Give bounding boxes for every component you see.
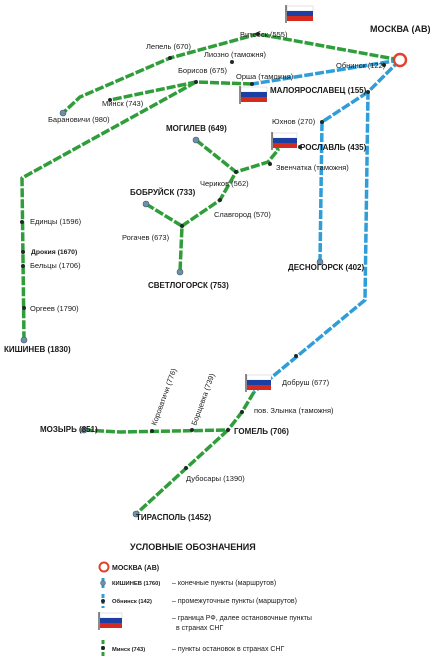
stop-minsk (108, 98, 112, 102)
legend-sample-terminal: КИШИНЕВ (1760) (112, 581, 160, 587)
label-maloyaroslavets: МАЛОЯРОСЛАВЕЦ (155) (270, 86, 367, 95)
russian-flag-icon (285, 5, 314, 23)
stop-dubossary (184, 466, 188, 470)
stop-svetlogorsk (176, 268, 184, 276)
stop-obninsk (382, 63, 386, 67)
intermediate-stop-icon (101, 599, 105, 603)
label-kishinev: КИШИНЕВ (1830) (4, 345, 71, 354)
stop-cherikov (234, 170, 238, 174)
label-tiraspol: ТИРАСПОЛЬ (1452) (136, 513, 211, 522)
label-borisov: Борисов (675) (178, 66, 228, 75)
terminal-stops (20, 109, 324, 518)
label-lepel: Лепель (670) (146, 42, 191, 51)
label-edintsy: Единцы (1596) (30, 217, 82, 226)
legend-text-terminal: – конечные пункты (маршрутов) (172, 580, 276, 587)
route-moscow-gomel (252, 58, 402, 394)
label-minsk: Минск (743) (102, 99, 144, 108)
legend-text-cis: – пункты остановок в странах СНГ (172, 646, 285, 653)
label-orsha: Орша (таможня) (236, 72, 294, 81)
route-borisov-kishinev (20, 80, 197, 341)
label-dobrush: Добруш (677) (282, 378, 330, 387)
stop-orsha (250, 82, 254, 86)
legend-sample-origin: МОСКВА (АВ) (112, 565, 159, 572)
label-mogilev: МОГИЛЕВ (649) (166, 124, 227, 133)
intermediate-stops (20, 32, 386, 470)
stop-vitebsk (256, 32, 260, 36)
label-baranovichi: Барановичи (980) (48, 115, 110, 124)
label-bobruisk: БОБРУЙСК (733) (130, 188, 196, 197)
russian-flag-icon (239, 86, 268, 104)
stop-orgeev (22, 306, 26, 310)
russian-flag-icon (271, 132, 298, 150)
label-korovatichi: Короватичи (776) (149, 367, 178, 427)
moscow-terminal-ring-icon (392, 52, 408, 68)
stop-beltsy (21, 264, 25, 268)
legend-text-intermediate: – промежуточные пункты (маршрутов) (172, 598, 297, 605)
stop-drokiya (21, 250, 25, 254)
label-mozyr: МОЗЫРЬ (851) (40, 425, 98, 434)
legend-sample-intermediate: Обнинск (142) (112, 598, 152, 605)
label-borshchevka: Борщевка (739) (189, 372, 216, 427)
stop-mozyr (80, 426, 88, 434)
stop-liozno (230, 60, 234, 64)
label-cherikov: Чериков (562) (200, 179, 249, 188)
stop-rogachev (180, 224, 184, 228)
label-slavgorod: Славгород (570) (214, 210, 271, 219)
stop-yukhnov (320, 120, 324, 124)
stop-borisov (194, 80, 198, 84)
russian-flag-icon (98, 612, 123, 630)
stop-maloyaroslavets (366, 90, 370, 94)
green-routes (20, 32, 401, 516)
cis-stop-icon (101, 646, 105, 650)
stop-bobruisk (142, 200, 150, 208)
label-drokiya: Дрокия (1670) (31, 249, 77, 256)
label-gomel: ГОМЕЛЬ (706) (234, 427, 289, 436)
label-beltsy: Бельцы (1706) (30, 261, 81, 270)
legend-sample-cis: Минск (743) (112, 647, 145, 653)
label-liozno: Лиозно (таможня) (204, 50, 267, 59)
label-rogachev: Рогачев (673) (122, 233, 170, 242)
stop-kishinev (20, 336, 28, 344)
stop-edintsy (20, 220, 24, 224)
label-vitebsk: Витебск (555) (240, 30, 288, 39)
blue-routes (251, 58, 402, 394)
route-moscow-orsha (251, 58, 401, 86)
route-mozyr-gomel (83, 428, 229, 434)
label-zvenchatka: Звенчатка (таможня) (276, 163, 349, 172)
label-moscow: МОСКВА (АВ) (370, 24, 431, 34)
label-yukhnov: Юхнов (270) (272, 117, 316, 126)
stop-desnogorsk (316, 258, 324, 266)
terminal-stop-icon (100, 580, 106, 586)
route-moscow-desnogorsk (318, 90, 369, 263)
route-gomel-tiraspol (134, 428, 230, 516)
stop-zvenchatka (268, 162, 272, 166)
stop-baranovichi (59, 109, 67, 117)
russian-flag-icon (245, 374, 272, 392)
label-orgeev: Оргеев (1790) (30, 304, 79, 313)
label-desnogorsk: ДЕСНОГОРСК (402) (288, 263, 364, 272)
label-svetlogorsk: СВЕТЛОГОРСК (753) (148, 281, 229, 290)
stop-dobrush (294, 354, 298, 358)
legend-text-border: – граница РФ, далее остановочные пункты (172, 615, 312, 622)
stop-gomel (226, 428, 230, 432)
legend-title: УСЛОВНЫЕ ОБОЗНАЧЕНИЯ (130, 542, 256, 552)
label-roslavl: РОСЛАВЛЬ (435) (300, 143, 367, 152)
stop-tiraspol (132, 510, 140, 518)
legend-text-border-2: в странах СНГ (176, 625, 223, 632)
stop-mogilev (192, 136, 200, 144)
label-dubossary: Дубосары (1390) (186, 474, 245, 483)
stop-roslavl (298, 145, 302, 149)
stop-zlynka (240, 410, 244, 414)
legend: УСЛОВНЫЕ ОБОЗНАЧЕНИЯ МОСКВА (АВ) КИШИНЕВ… (98, 542, 312, 656)
route-mogilev-svetlogorsk (178, 138, 238, 273)
terminal-ring-icon (98, 561, 110, 573)
stop-lepel (168, 56, 172, 60)
stop-borshchevka (190, 428, 194, 432)
route-bobruisk-branch (145, 202, 183, 228)
label-zlynka: пов. Злынка (таможня) (254, 406, 334, 415)
stop-korovatichi (150, 429, 154, 433)
stop-slavgorod (218, 198, 222, 202)
label-obninsk: Обнинск (122) (336, 61, 386, 70)
